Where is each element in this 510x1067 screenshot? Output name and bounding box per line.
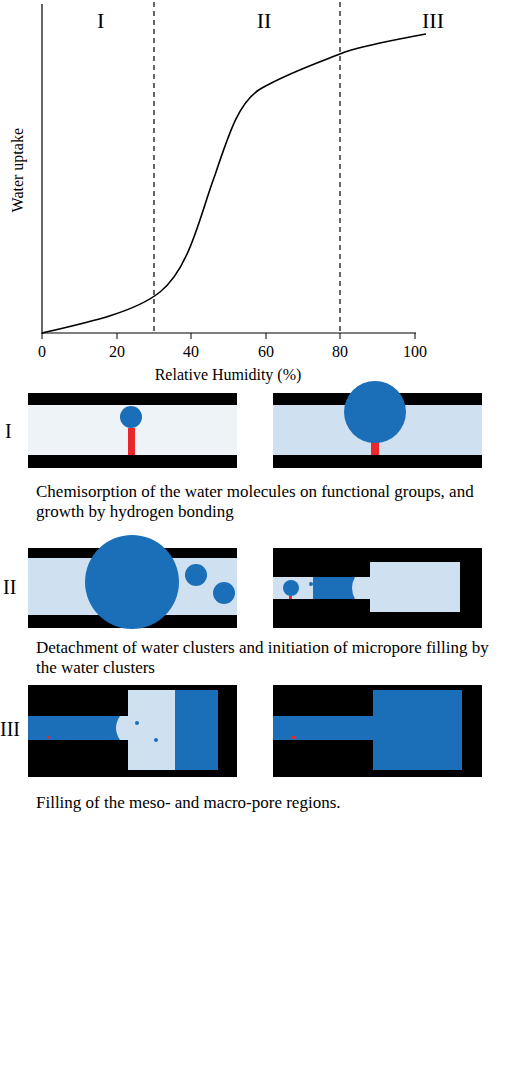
axis-title: Relative Humidity (%) <box>155 366 302 384</box>
panel-row-2 <box>28 535 482 629</box>
panel-row-1 <box>28 381 482 468</box>
panel-label: I <box>5 420 12 443</box>
tick-label: 80 <box>332 343 348 361</box>
tick-label: 20 <box>109 343 125 361</box>
region-label: I <box>97 8 104 33</box>
panel-caption: Detachment of water clusters and initiat… <box>36 638 510 677</box>
panel-caption: Filling of the meso- and macro-pore regi… <box>36 793 510 813</box>
region-label: II <box>257 8 272 33</box>
panel-label: III <box>0 718 20 741</box>
region-label: III <box>422 8 444 33</box>
panel-caption: Chemisorption of the water molecules on … <box>36 482 510 521</box>
panel-label: II <box>3 576 16 599</box>
axis-title: Water uptake <box>9 128 27 212</box>
tick-label: 100 <box>403 343 427 361</box>
chart <box>42 2 426 339</box>
tick-label: 60 <box>258 343 274 361</box>
tick-label: 40 <box>183 343 199 361</box>
panel-row-3 <box>28 685 482 777</box>
tick-label: 0 <box>38 343 46 361</box>
